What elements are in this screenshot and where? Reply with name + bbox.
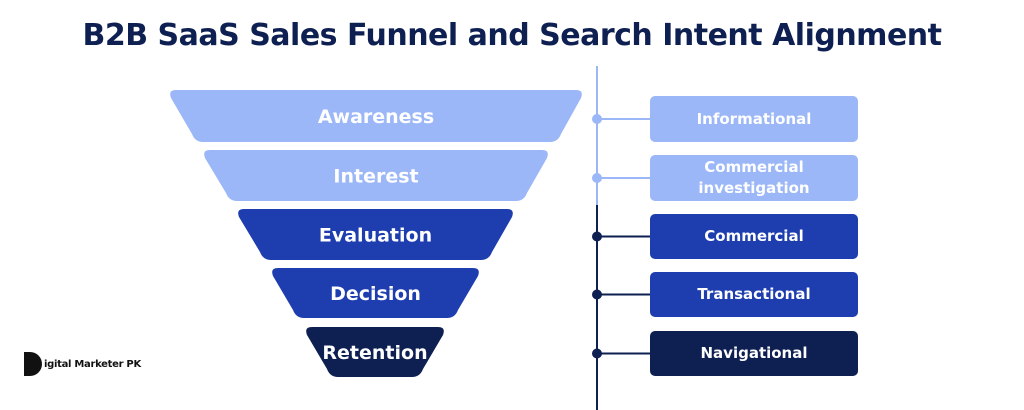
funnel-stage-evaluation (238, 209, 513, 260)
connector-dot-icon (592, 348, 602, 359)
funnel-stage-label: Decision (330, 283, 421, 305)
connector-dot-icon (592, 231, 602, 242)
funnel-stage-awareness (170, 90, 582, 142)
connector-dot-icon (592, 173, 602, 183)
funnel-stage-label: Evaluation (319, 225, 432, 247)
funnel-stage-retention (306, 327, 444, 377)
intent-box-transactional: Transactional (650, 272, 858, 317)
brand-logo: igital Marketer PK (24, 351, 141, 377)
logo-mark-icon (24, 352, 42, 376)
intent-box-informational: Informational (650, 96, 858, 142)
intent-label: Commercial investigation (698, 158, 810, 197)
funnel-stage-interest (204, 150, 548, 201)
logo-text: igital Marketer PK (44, 358, 141, 370)
funnel-stage-label: Retention (322, 342, 427, 364)
intent-label: Transactional (697, 285, 811, 303)
intent-label: Informational (696, 109, 812, 128)
intent-box-commercial: Commercial (650, 214, 858, 259)
connector-dot-icon (592, 289, 602, 300)
diagram-title: B2B SaaS Sales Funnel and Search Intent … (82, 18, 943, 53)
funnel-stage-label: Awareness (318, 106, 434, 128)
intent-label: Navigational (700, 344, 808, 362)
intent-box-commercial-investigation: Commercial investigation (650, 155, 858, 201)
connector-dot-icon (592, 114, 602, 124)
intent-label: Commercial (704, 227, 804, 245)
intent-box-navigational: Navigational (650, 331, 858, 376)
funnel-stage-label: Interest (333, 166, 418, 188)
funnel-stage-decision (272, 268, 479, 318)
